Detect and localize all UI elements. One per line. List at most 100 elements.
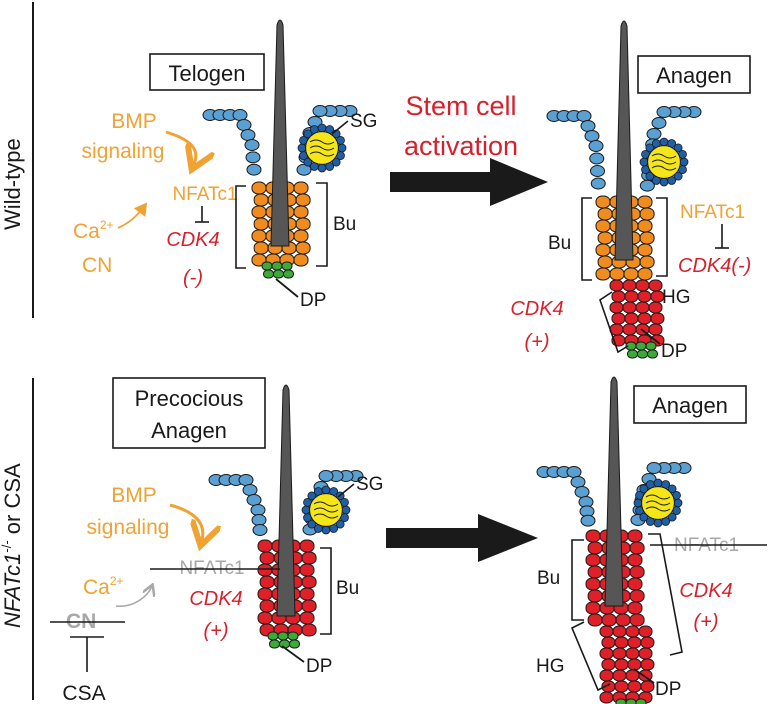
sebaceous-lobule (651, 165, 677, 171)
hair-germ-cell (625, 625, 640, 638)
sebaceous-gland-cell (659, 177, 669, 187)
sheath-cell (232, 109, 248, 121)
hair-germ-cell (609, 301, 624, 314)
bulge-cell (629, 541, 645, 555)
sheath-cell (242, 484, 258, 496)
sg-pointer-bottom-left (337, 483, 355, 498)
dermal-papilla-cell (647, 349, 658, 359)
bulge-cell (301, 551, 317, 565)
bulge-cell (601, 613, 617, 627)
bulge-cell (253, 217, 269, 231)
bulge-cell (251, 229, 267, 243)
sheath-cell (296, 163, 312, 176)
hair-germ-cell (635, 301, 650, 314)
sheath-cell (639, 179, 655, 192)
bu-label-bottom-right: Bu (537, 568, 560, 589)
sebaceous-gland-cell (297, 143, 307, 153)
hair-germ-cell (625, 647, 640, 660)
hair-germ-cell (637, 290, 652, 303)
bulge-cell (587, 589, 603, 603)
bu-label-top-right: Bu (548, 233, 571, 254)
panel-title-anagen-top: Anagen (656, 63, 732, 88)
nfatc1-label-top-right: NFATc1 (680, 202, 745, 223)
activation-label: activation (404, 131, 518, 161)
sebaceous-gland-cell (317, 163, 327, 173)
cn-label-top: CN (82, 254, 112, 277)
sheath-cell (251, 514, 267, 526)
hair-germ-cell (648, 301, 663, 314)
stem-cell-label: Stem cell (405, 91, 516, 121)
sebaceous-gland-cell (639, 157, 649, 167)
hair-germ-cell (622, 301, 637, 314)
cdk4-label-bottom-left: CDK4 (189, 588, 242, 610)
bulge-cell (587, 541, 603, 555)
dermal-papilla-cell (627, 349, 638, 359)
bulge-cell (595, 243, 611, 257)
sg-pointer-top-left (331, 120, 349, 135)
bulge-cell (257, 539, 273, 553)
bulge-cell (259, 575, 275, 589)
cdk4-minus-top-right: CDK4(-) (678, 255, 751, 277)
panel-title-telogen: Telogen (168, 61, 245, 86)
sheath-cell (246, 163, 262, 176)
bulge-cell (299, 539, 315, 553)
hair-germ-cell (599, 691, 614, 704)
bu-label-top-left: Bu (333, 214, 356, 235)
sheath-cell (651, 117, 667, 129)
bulge-cell (609, 267, 625, 281)
hair-germ-cell (648, 279, 663, 292)
bu-label-bottom-left: Bu (336, 578, 359, 599)
hair-germ-cell (637, 312, 652, 325)
sheath-cell (318, 470, 334, 482)
sheath-cell (238, 474, 254, 486)
hair-germ-cell (648, 323, 663, 336)
dermal-papilla-cell (635, 341, 647, 351)
hg-label-top-right: HG (662, 287, 691, 308)
sebaceous-gland-cell (307, 491, 317, 501)
bracket-right-bottom-right (648, 533, 683, 656)
sebaceous-lobule (651, 153, 677, 159)
bulge-cell (295, 217, 311, 231)
bulge-cell (639, 231, 655, 245)
dermal-papilla-cell (263, 269, 274, 279)
sg-label-top-left: SG (350, 111, 377, 132)
hair-germ-cell (640, 636, 655, 649)
bulge-cell (251, 181, 267, 195)
bulge-cell (629, 565, 645, 579)
sebaceous-gland-cell (633, 498, 643, 508)
sheath-cell (580, 514, 596, 527)
bulge-cell (301, 575, 317, 589)
sebaceous-gland-cell (659, 137, 669, 147)
bmp-arrow-top (165, 130, 196, 164)
cdk4-plus-bottom-left: (+) (204, 620, 229, 642)
cdk4-plus-bottom-right: (+) (694, 611, 719, 633)
bulge-cell (615, 613, 631, 627)
panel-box-anagen-bottom (633, 385, 747, 424)
sheath-cell (590, 177, 606, 190)
sebaceous-lobule (645, 506, 671, 512)
bulge-cell (293, 181, 309, 195)
bu-bracket-bottom-left (320, 547, 332, 635)
hair-germ-cell (611, 312, 626, 325)
hair-germ-cell (624, 312, 639, 325)
nfatc1-label-top: NFATc1 (172, 184, 237, 205)
bulge-cell (637, 219, 653, 233)
hair-germ-cell (599, 669, 614, 682)
sheath-cell (588, 140, 604, 152)
sheath-cell (574, 486, 590, 498)
cdk4-minus-top-left: (-) (183, 267, 203, 289)
bu-bracket-right-top-left (316, 182, 328, 267)
hair-germ-cell (627, 636, 642, 649)
hair-shaft (276, 384, 296, 617)
bulge-cell (295, 193, 311, 207)
dermal-papilla-cell (287, 631, 299, 641)
hair-germ-cell (638, 625, 653, 638)
cdk4-label-bottom-right: CDK4 (679, 580, 732, 602)
hair-germ-cell (622, 323, 637, 336)
panel-title-precocious: Precocious (135, 386, 244, 411)
hair-germ-cell (622, 279, 637, 292)
panel-title-precocious-anagen: Anagen (151, 418, 227, 443)
hair-germ-cell (601, 636, 616, 649)
activation-arrow (390, 158, 548, 206)
bulge-cell (253, 193, 269, 207)
